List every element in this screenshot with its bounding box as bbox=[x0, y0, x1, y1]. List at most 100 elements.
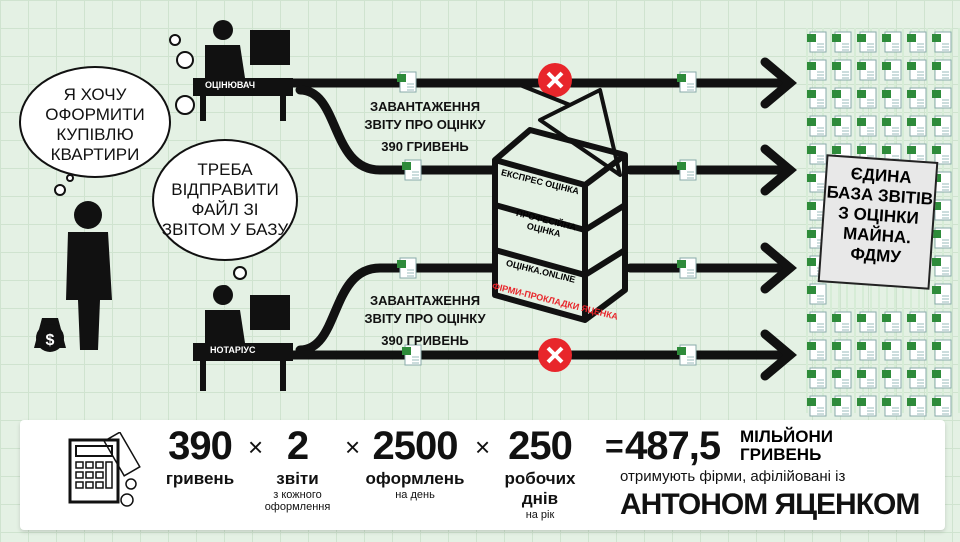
excel-file-icon bbox=[907, 115, 927, 137]
excel-file-icon bbox=[832, 31, 852, 53]
excel-file-icon bbox=[932, 115, 952, 137]
notary-figure-icon bbox=[193, 285, 293, 391]
excel-file-icon bbox=[932, 367, 952, 389]
client-speech-text: Я ХОЧУ ОФОРМИТИ КУПІВЛЮ КВАРТИРИ bbox=[45, 85, 145, 164]
excel-file-icon bbox=[882, 339, 902, 361]
result-name: АНТОНОМ ЯЦЕНКОМ bbox=[620, 488, 920, 521]
excel-file-icon bbox=[857, 115, 877, 137]
database-panel: ЄДИНА БАЗА ЗВІТІВ З ОЦІНКИ МАЙНА. ФДМУ bbox=[817, 154, 939, 290]
excel-file-icon bbox=[932, 87, 952, 109]
excel-file-icon bbox=[677, 159, 697, 181]
appraiser-figure-icon bbox=[193, 20, 293, 121]
excel-file-icon bbox=[882, 367, 902, 389]
excel-file-icon bbox=[907, 31, 927, 53]
excel-file-icon bbox=[402, 159, 422, 181]
excel-file-icon bbox=[907, 339, 927, 361]
excel-file-icon bbox=[932, 143, 952, 165]
excel-file-icon bbox=[807, 115, 827, 137]
excel-file-icon bbox=[882, 395, 902, 417]
arrow-head-icon bbox=[760, 329, 797, 381]
excel-file-icon bbox=[882, 115, 902, 137]
excel-file-icon bbox=[907, 395, 927, 417]
excel-file-icon bbox=[882, 87, 902, 109]
excel-file-icon bbox=[857, 367, 877, 389]
excel-file-icon bbox=[907, 367, 927, 389]
excel-file-icon bbox=[807, 283, 827, 305]
excel-file-icon bbox=[857, 31, 877, 53]
excel-file-icon bbox=[932, 311, 952, 333]
rejected-x-icon bbox=[538, 338, 572, 372]
excel-file-icon bbox=[857, 59, 877, 81]
excel-file-icons bbox=[807, 31, 952, 417]
excel-file-icon bbox=[932, 31, 952, 53]
excel-file-icon bbox=[807, 143, 827, 165]
calculator-icon bbox=[68, 432, 141, 507]
excel-file-icon bbox=[807, 367, 827, 389]
excel-file-icon bbox=[832, 311, 852, 333]
shell-companies-box-icon bbox=[492, 83, 628, 323]
excel-file-icon bbox=[882, 311, 902, 333]
equals-sign: = bbox=[605, 428, 624, 464]
excel-file-icon bbox=[932, 283, 952, 305]
arrow-head-icon bbox=[760, 57, 797, 109]
arrow-head-icon bbox=[760, 242, 797, 294]
dollar-icon: $ bbox=[46, 332, 55, 349]
excel-file-icon bbox=[832, 115, 852, 137]
result-description: отримують фірми, афілійовані із bbox=[620, 468, 846, 485]
excel-file-icon bbox=[807, 311, 827, 333]
excel-file-icon bbox=[932, 199, 952, 221]
excel-file-icon bbox=[832, 339, 852, 361]
result-value: 487,5 bbox=[625, 424, 721, 468]
excel-file-icon bbox=[402, 344, 422, 366]
arrow-head-icon bbox=[760, 144, 797, 196]
excel-file-icon bbox=[907, 59, 927, 81]
client-figure-icon bbox=[34, 201, 112, 352]
excel-file-icon bbox=[932, 339, 952, 361]
excel-file-icon bbox=[907, 87, 927, 109]
excel-file-icon bbox=[932, 59, 952, 81]
times-sign: × bbox=[475, 432, 491, 462]
excel-file-icon bbox=[882, 59, 902, 81]
excel-file-icon bbox=[397, 71, 417, 93]
excel-file-icon bbox=[397, 257, 417, 279]
excel-file-icon bbox=[807, 59, 827, 81]
excel-file-icon bbox=[932, 255, 952, 277]
rejected-x-icon bbox=[538, 63, 572, 97]
excel-file-icon bbox=[932, 227, 952, 249]
excel-file-icon bbox=[832, 59, 852, 81]
times-sign: × bbox=[345, 432, 361, 462]
speech-bubble bbox=[19, 66, 171, 178]
appraiser-to-box-line bbox=[295, 85, 505, 175]
times-sign: × bbox=[248, 432, 264, 462]
excel-file-icon bbox=[932, 395, 952, 417]
excel-file-icon bbox=[832, 395, 852, 417]
excel-file-icon bbox=[677, 257, 697, 279]
excel-file-icon bbox=[857, 87, 877, 109]
excel-file-icon bbox=[807, 31, 827, 53]
notary-to-box-line bbox=[295, 263, 505, 355]
excel-file-icon bbox=[907, 311, 927, 333]
excel-file-icon bbox=[857, 339, 877, 361]
excel-file-icon bbox=[807, 395, 827, 417]
thought-bubble bbox=[152, 139, 298, 261]
excel-file-icon bbox=[832, 87, 852, 109]
appraiser-label: ОЦІНЮВАЧ bbox=[205, 80, 256, 90]
notary-label: НОТАРІУС bbox=[210, 345, 256, 355]
excel-file-icon bbox=[677, 71, 697, 93]
thought-text: ТРЕБА ВІДПРАВИТИ ФАЙЛ ЗІ ЗВІТОМ У БАЗУ bbox=[161, 160, 289, 239]
excel-file-icon bbox=[677, 344, 697, 366]
excel-file-icon bbox=[807, 339, 827, 361]
excel-file-icon bbox=[882, 31, 902, 53]
excel-file-icon bbox=[857, 311, 877, 333]
excel-file-icon bbox=[807, 87, 827, 109]
excel-file-icon bbox=[857, 395, 877, 417]
